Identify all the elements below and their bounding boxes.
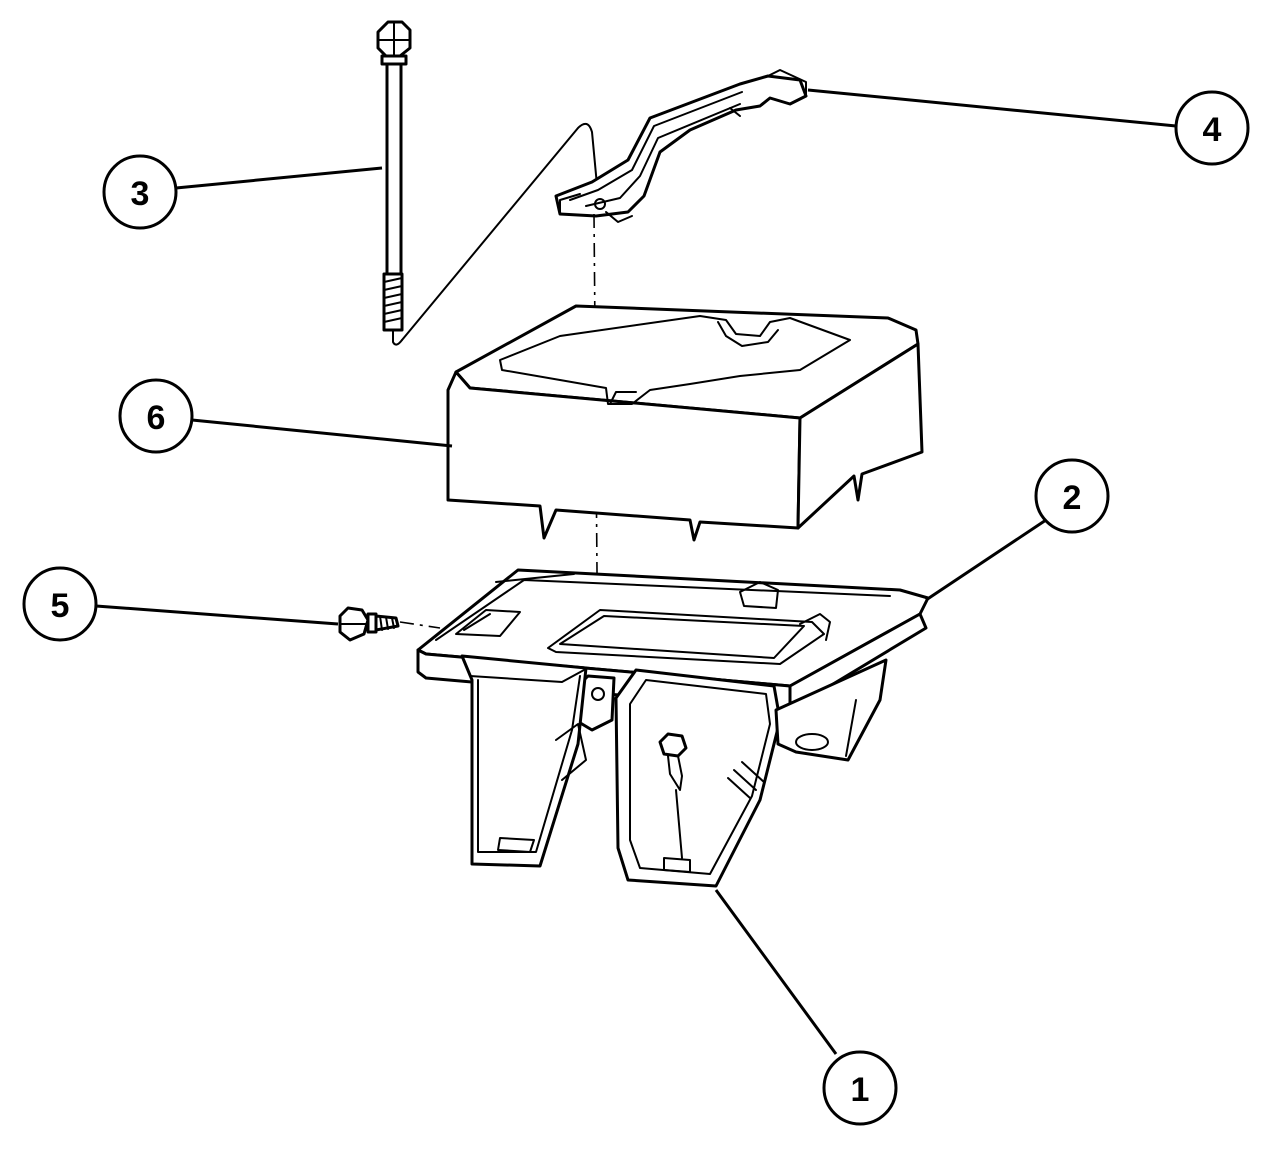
callout-number: 3 (131, 175, 150, 213)
callout-2: 2 (1034, 458, 1110, 534)
callout-3: 3 (102, 154, 178, 230)
leader-line-1 (714, 889, 838, 1055)
callout-number: 4 (1203, 111, 1222, 149)
leader-line-4 (807, 88, 1177, 128)
part-j-bolt (376, 20, 599, 346)
callout-number: 1 (851, 1071, 870, 1109)
part-tray-support (460, 654, 888, 888)
part-side-bolt (338, 606, 441, 642)
part-battery (446, 304, 924, 542)
leader-line-6 (191, 418, 453, 448)
leader-line-5 (95, 604, 339, 626)
callout-number: 6 (147, 399, 166, 437)
callout-6: 6 (118, 378, 194, 454)
callout-number: 5 (51, 587, 70, 625)
leader-line-3 (175, 166, 383, 190)
callout-1: 1 (822, 1050, 898, 1126)
part-hold-down-bracket (554, 69, 808, 223)
leader-line-2 (925, 518, 1047, 602)
callout-5: 5 (22, 566, 98, 642)
callout-4: 4 (1174, 90, 1250, 166)
callout-number: 2 (1063, 479, 1082, 517)
